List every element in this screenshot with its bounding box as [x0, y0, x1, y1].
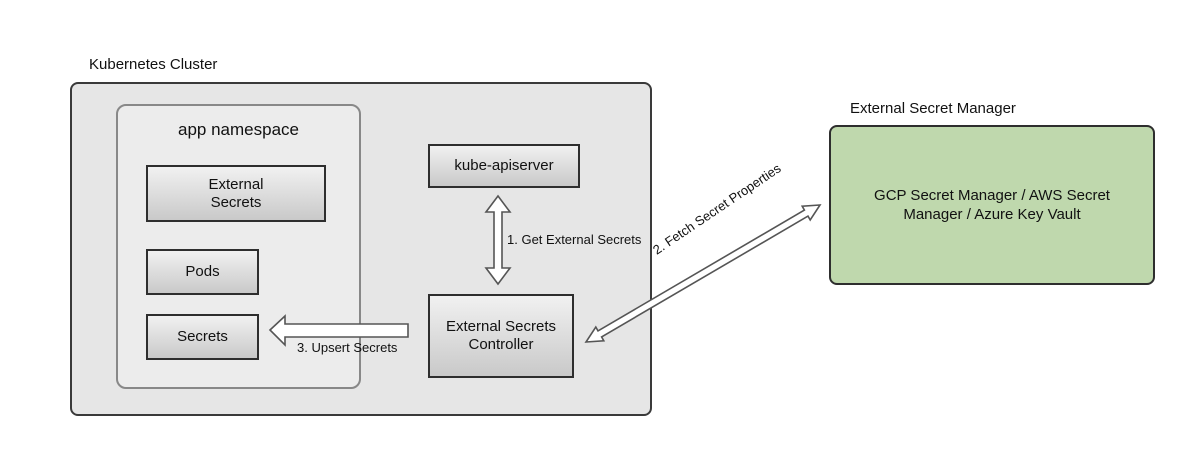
upsert-secrets-arrow	[268, 314, 409, 347]
get-secrets-label: 1. Get External Secrets	[507, 232, 642, 247]
external-manager-title: External Secret Manager	[850, 100, 1016, 117]
upsert-secrets-label: 3. Upsert Secrets	[297, 340, 398, 355]
namespace-title: app namespace	[178, 120, 299, 139]
external-secrets-node: External Secrets	[146, 165, 326, 222]
external-secret-manager-node: GCP Secret Manager / AWS Secret Manager …	[829, 125, 1155, 285]
secrets-node: Secrets	[146, 314, 259, 360]
get-secrets-arrow	[484, 194, 512, 286]
external-secrets-controller-node: External Secrets Controller	[428, 294, 574, 378]
pods-node: Pods	[146, 249, 259, 295]
fetch-properties-arrow	[584, 204, 822, 343]
kube-apiserver-node: kube-apiserver	[428, 144, 580, 188]
cluster-title: Kubernetes Cluster	[89, 56, 218, 73]
